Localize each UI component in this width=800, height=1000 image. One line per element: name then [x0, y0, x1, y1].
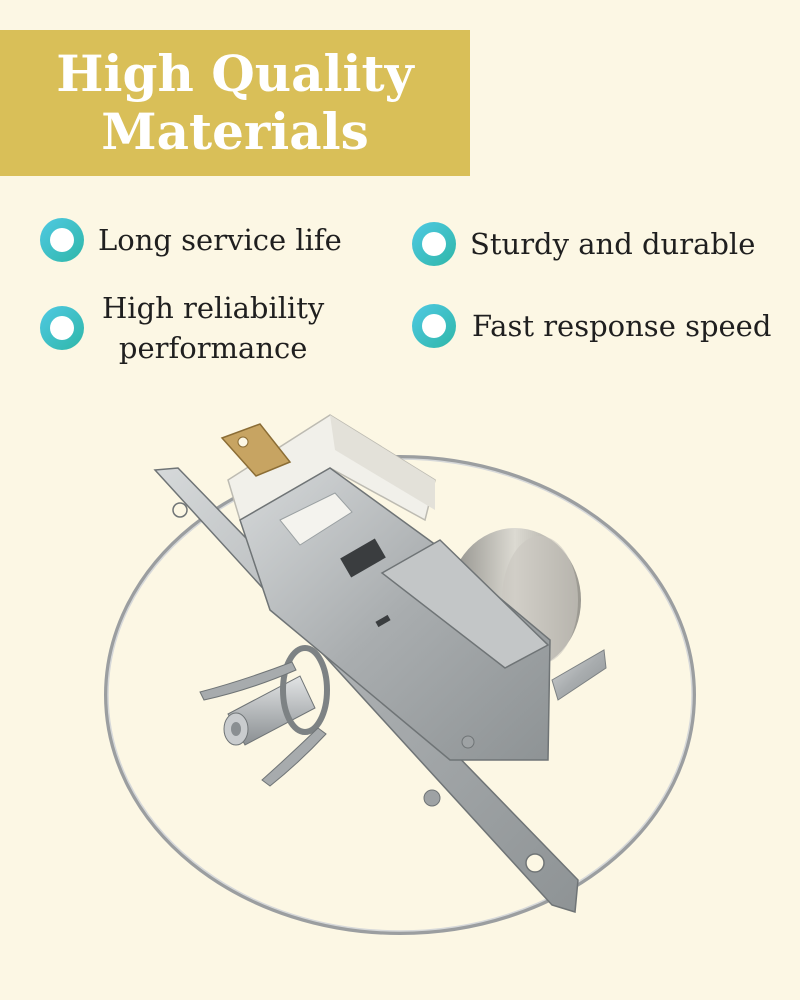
cover-plate	[380, 539, 550, 669]
feature-label: Sturdy and durable	[470, 227, 756, 261]
spring-clip	[199, 661, 297, 701]
thermostat-body	[239, 467, 551, 761]
title-line-1: High Quality	[56, 44, 414, 103]
control-shaft	[223, 645, 330, 746]
feature-label: Long service life	[98, 223, 342, 257]
spring-clip	[261, 727, 327, 787]
wire-ring	[104, 455, 696, 935]
circle-bullet-icon	[40, 218, 84, 262]
feature-sturdy-durable: Sturdy and durable	[412, 222, 755, 266]
feature-label: High reliability performance	[102, 288, 324, 368]
circle-bullet-icon	[40, 306, 84, 350]
title-banner: High Quality Materials	[0, 30, 470, 176]
feature-high-reliability: High reliability performance	[40, 288, 324, 368]
circle-bullet-icon	[412, 222, 456, 266]
terminal-tab	[220, 423, 292, 477]
feature-fast-response: Fast response speed	[412, 304, 771, 348]
feature-label-line-1: High reliability	[102, 291, 325, 325]
feature-long-service-life: Long service life	[40, 218, 342, 262]
circle-bullet-icon	[412, 304, 456, 348]
feature-label-line-2: performance	[118, 331, 308, 365]
title-line-2: Materials	[101, 102, 369, 161]
feature-label: Fast response speed	[472, 309, 772, 343]
thermostat-product-image	[104, 414, 696, 935]
